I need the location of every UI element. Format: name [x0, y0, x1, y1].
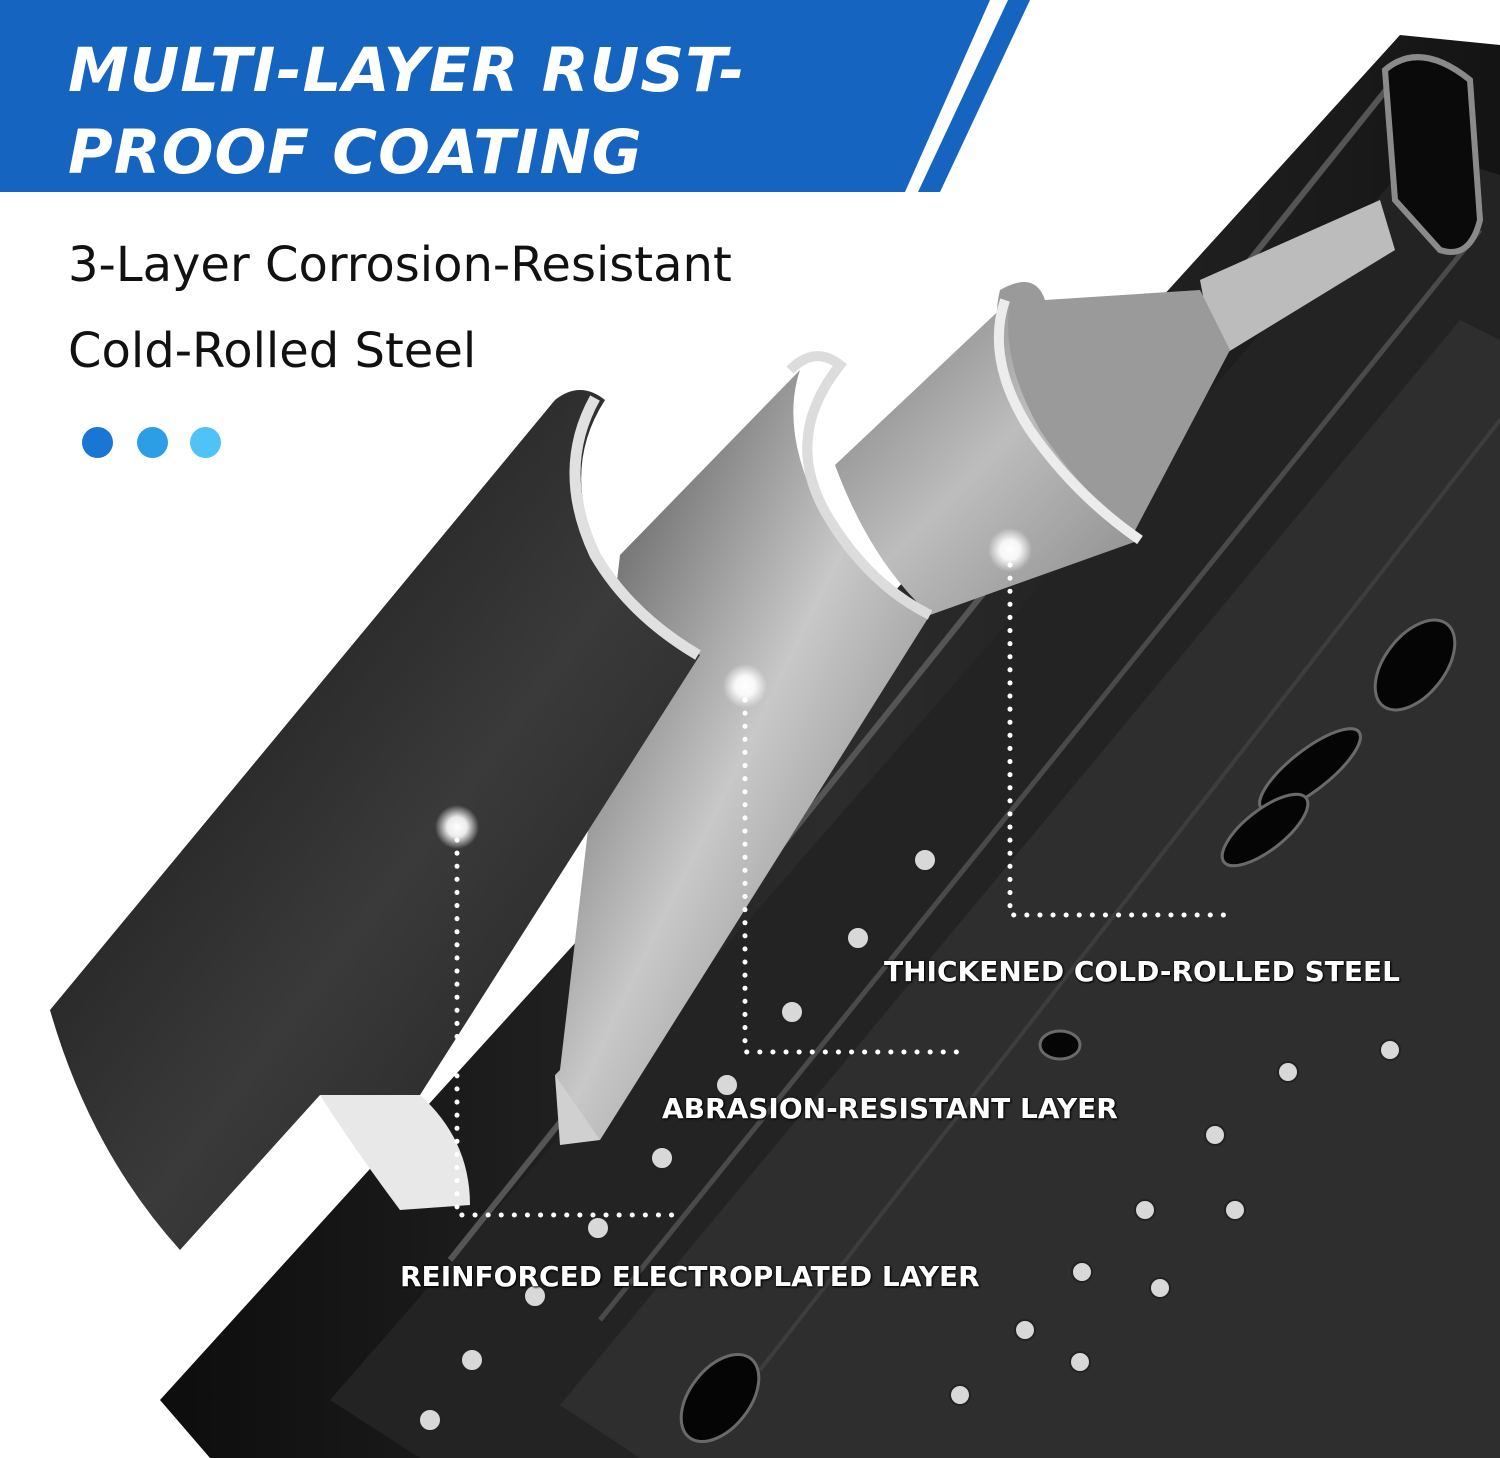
callout-leaders	[454, 562, 1233, 1218]
sheet-abrasion-layer	[555, 351, 933, 1140]
callout-anchor-electroplated	[435, 805, 479, 849]
sheet-steel-layer	[835, 282, 1230, 615]
page-title: MULTI-LAYER RUST- PROOF COATING	[68, 30, 745, 194]
subtitle-line-1: 3-Layer Corrosion-Resistant	[68, 237, 732, 293]
banner-accent-stripe	[918, 0, 1030, 192]
title-banner	[0, 0, 990, 192]
sheet-electroplated-layer	[50, 390, 701, 1250]
dot-3	[190, 427, 221, 458]
subtitle-line-2: Cold-Rolled Steel	[68, 323, 477, 379]
callout-label-abrasion: ABRASION-RESISTANT LAYER	[662, 1092, 1118, 1125]
callout-label-electroplated: REINFORCED ELECTROPLATED LAYER	[400, 1260, 980, 1293]
title-line-1: MULTI-LAYER RUST-	[68, 35, 746, 106]
dot-2	[137, 427, 168, 458]
callout-anchor-steel	[988, 528, 1032, 572]
dot-1	[82, 427, 113, 458]
subtitle: 3-Layer Corrosion-Resistant Cold-Rolled …	[68, 222, 732, 394]
callout-label-steel: THICKENED COLD-ROLLED STEEL	[884, 955, 1400, 988]
title-line-2: PROOF COATING	[68, 117, 643, 188]
callout-anchor-abrasion	[723, 664, 767, 708]
